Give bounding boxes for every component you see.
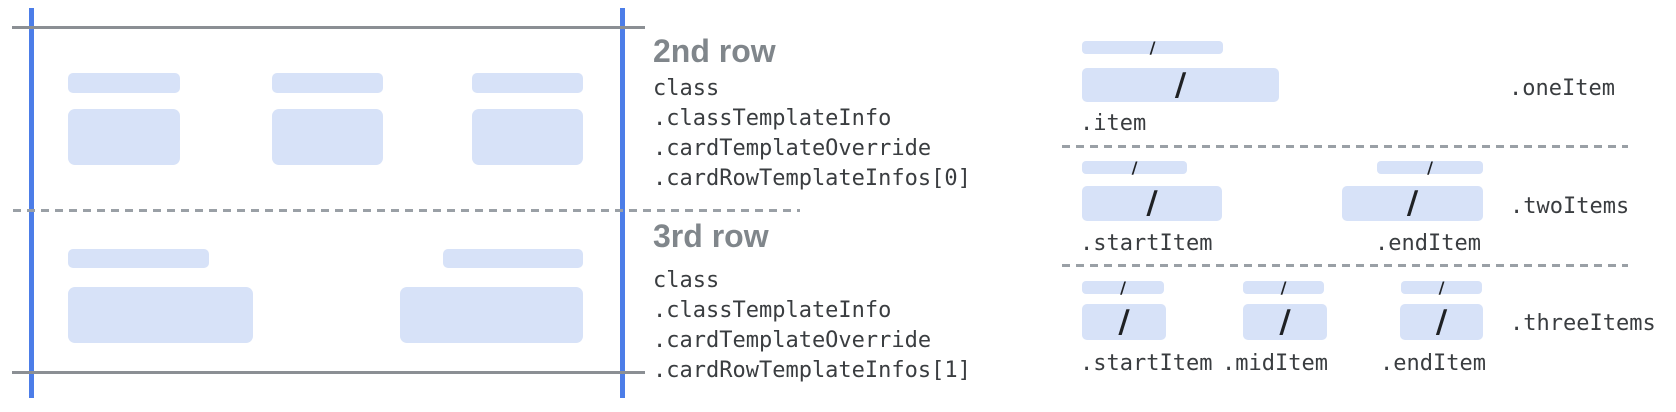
section-divider-dashed-line [1062, 145, 1628, 148]
two-items-end-label-bar: / [1377, 157, 1483, 177]
row2-code-block: class .classTemplateInfo .cardTemplateOv… [653, 74, 971, 194]
item-field-label: .item [1080, 111, 1147, 136]
slash-icon: / [1120, 277, 1126, 297]
two-items-start-label-bar: / [1082, 157, 1187, 177]
row2-item2-value-placeholder [272, 109, 383, 165]
three-items-start-label-bar: / [1082, 277, 1164, 297]
start-item-field-label: .startItem [1080, 231, 1213, 256]
three-items-start-value-bar: / [1082, 304, 1166, 340]
two-items-start-value-bar: / [1082, 186, 1222, 221]
card-left-edge-line [29, 8, 34, 398]
end-item-field-label: .endItem [1375, 231, 1481, 256]
card-right-edge-line [620, 8, 625, 398]
code-line: .cardTemplateOverride [653, 328, 932, 353]
three-items-mid-value-bar: / [1243, 304, 1327, 340]
section-divider-dashed-line [1062, 264, 1628, 267]
slash-icon: / [1438, 277, 1445, 297]
slash-icon: / [1435, 303, 1448, 340]
slash-icon: / [1280, 277, 1287, 297]
one-item-layout-label: .oneItem [1509, 76, 1615, 101]
code-line: .classTemplateInfo [653, 106, 892, 131]
row2-item3-value-placeholder [472, 109, 583, 165]
row3-end-label-placeholder [443, 249, 583, 268]
three-items-end-label-bar: / [1401, 277, 1482, 297]
row3-start-value-placeholder [68, 287, 253, 343]
code-line: .cardTemplateOverride [653, 136, 932, 161]
slash-icon: / [1427, 157, 1433, 177]
code-line: class [653, 268, 720, 293]
mid-item-field-label: .midItem [1222, 351, 1328, 376]
row2-heading: 2nd row [653, 33, 776, 69]
code-line: .cardRowTemplateInfos[1] [653, 358, 971, 383]
three-items-end-value-bar: / [1400, 304, 1483, 340]
slash-icon: / [1149, 37, 1156, 57]
code-line: .classTemplateInfo [653, 298, 892, 323]
slash-icon: / [1174, 66, 1187, 103]
two-items-layout-label: .twoItems [1510, 194, 1630, 219]
card-top-line [12, 26, 645, 29]
two-items-end-value-bar: / [1342, 186, 1483, 221]
row3-start-label-placeholder [68, 249, 209, 268]
row2-item1-value-placeholder [68, 109, 180, 165]
end-item-field-label: .endItem [1380, 351, 1486, 376]
card-bottom-line [12, 371, 645, 374]
slash-icon: / [1279, 303, 1291, 340]
three-items-layout-label: .threeItems [1510, 311, 1656, 336]
row2-item1-label-placeholder [68, 73, 180, 93]
row-divider-dashed-line [13, 209, 800, 212]
slash-icon: / [1118, 303, 1130, 340]
one-item-label-bar: / [1082, 37, 1223, 57]
row2-item2-label-placeholder [272, 73, 383, 93]
code-line: class [653, 76, 720, 101]
row3-heading: 3rd row [653, 218, 769, 254]
one-item-value-bar: / [1082, 68, 1279, 102]
three-items-mid-label-bar: / [1243, 277, 1324, 297]
row3-code-block: class .classTemplateInfo .cardTemplateOv… [653, 266, 971, 386]
slash-icon: / [1146, 185, 1158, 221]
code-line: .cardRowTemplateInfos[0] [653, 166, 971, 191]
row3-end-value-placeholder [400, 287, 583, 343]
row2-item3-label-placeholder [472, 73, 583, 93]
slash-icon: / [1406, 185, 1419, 221]
start-item-field-label: .startItem [1080, 351, 1213, 376]
slash-icon: / [1131, 157, 1138, 177]
